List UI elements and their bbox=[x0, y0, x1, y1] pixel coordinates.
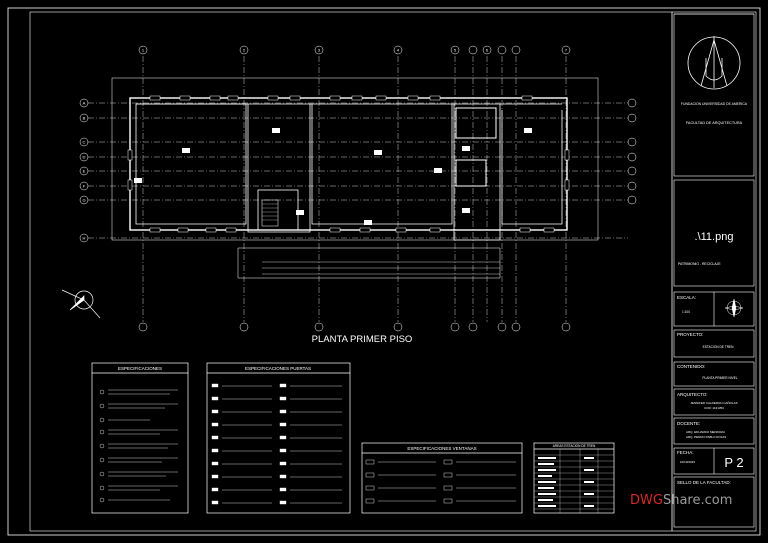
areas-table-fills bbox=[538, 457, 594, 507]
plan-north-arrow-icon bbox=[61, 289, 101, 319]
escala-label: ESCALA: bbox=[677, 295, 696, 300]
north-arrow-icon bbox=[724, 298, 744, 318]
arquitecto-code: COD: 1131350 bbox=[704, 406, 724, 410]
axis-letter-f: F bbox=[83, 184, 86, 189]
areas-table-title: AREAS ESTACION DE TREN bbox=[553, 444, 596, 448]
institution-name: FUNDACION UNIVERSIDAD DE AMERICA bbox=[681, 102, 748, 106]
escala-value: 1:100 bbox=[682, 310, 690, 314]
watermark-brand-rest: Share.com bbox=[662, 493, 733, 508]
axis-grid bbox=[88, 56, 628, 322]
sello-label: SELLO DE LA FACULTAD: bbox=[677, 480, 731, 485]
title-block-lines bbox=[673, 13, 755, 528]
contenido-value: PLANTA PRIMER NIVEL bbox=[702, 376, 738, 380]
watermark: DWGShare.com bbox=[630, 493, 732, 508]
proyecto-label: PROYECTO: bbox=[677, 332, 703, 337]
plate-number: P 2 bbox=[724, 455, 743, 470]
axis-number-labels: 1 2 3 4 5 6 7 bbox=[142, 48, 568, 53]
axis-letter-g: G bbox=[82, 198, 85, 203]
axis-letter-c: C bbox=[83, 140, 86, 145]
docente-name-2: ARQ. PEDRO PABLO ROJAS bbox=[686, 435, 726, 439]
spec-windows-title: ESPECIFICACIONES VENTANAS bbox=[407, 446, 476, 451]
axis-label-5: 5 bbox=[454, 48, 457, 53]
axis-letter-d: D bbox=[83, 155, 86, 160]
watermark-brand-red: DWG bbox=[630, 493, 663, 508]
areas-table-grid bbox=[534, 449, 614, 513]
proyecto-value: ESTACION DE TREN bbox=[703, 345, 735, 349]
axis-letter-a: A bbox=[83, 101, 86, 106]
arquitecto-label: ARQUITECTO: bbox=[677, 392, 708, 397]
axis-letter-labels: A B C D E F G H bbox=[82, 101, 85, 241]
contenido-label: CONTENIDO: bbox=[677, 364, 705, 369]
fecha-value: 10/10/2015 bbox=[680, 460, 695, 464]
spec-general-items bbox=[99, 389, 178, 503]
university-logo bbox=[687, 36, 741, 90]
area-note: PATRIMONIO - RECICLAJE bbox=[678, 262, 721, 266]
axis-label-4: 4 bbox=[397, 48, 400, 53]
spec-windows-items bbox=[365, 459, 516, 504]
spec-doors-items bbox=[211, 383, 342, 505]
docente-name-1: ARQ. EDUARDO MENDOZA bbox=[686, 430, 725, 434]
fecha-label: FECHA: bbox=[677, 450, 694, 455]
spec-general-title: ESPECIFICACIONES bbox=[118, 366, 162, 371]
file-name: .\11.png bbox=[695, 231, 734, 243]
building-walls bbox=[111, 77, 599, 279]
axis-label-6: 6 bbox=[486, 48, 489, 53]
room-tags bbox=[134, 128, 532, 225]
inner-frame bbox=[29, 11, 757, 532]
axis-label-1: 1 bbox=[142, 48, 145, 53]
axis-letter-h: H bbox=[83, 236, 86, 241]
spec-doors-title: ESPECIFICACIONES PUERTAS bbox=[245, 366, 311, 371]
axis-label-3: 3 bbox=[318, 48, 321, 53]
faculty-name: FACULTAD DE ARQUITECTURA bbox=[686, 121, 743, 125]
window-openings bbox=[127, 95, 570, 233]
arquitecto-name: JENNIFER CALDERON CAÑOLAS bbox=[690, 400, 737, 405]
axis-bubbles-top bbox=[79, 45, 637, 332]
axis-letter-e: E bbox=[83, 169, 86, 174]
axis-letter-b: B bbox=[83, 116, 86, 121]
axis-label-2: 2 bbox=[243, 48, 246, 53]
axis-label-7: 7 bbox=[565, 48, 568, 53]
spec-panels bbox=[91, 362, 615, 514]
outer-frame bbox=[7, 7, 761, 536]
docente-label: DOCENTE: bbox=[677, 421, 700, 426]
plan-title: PLANTA PRIMER PISO bbox=[312, 334, 413, 345]
